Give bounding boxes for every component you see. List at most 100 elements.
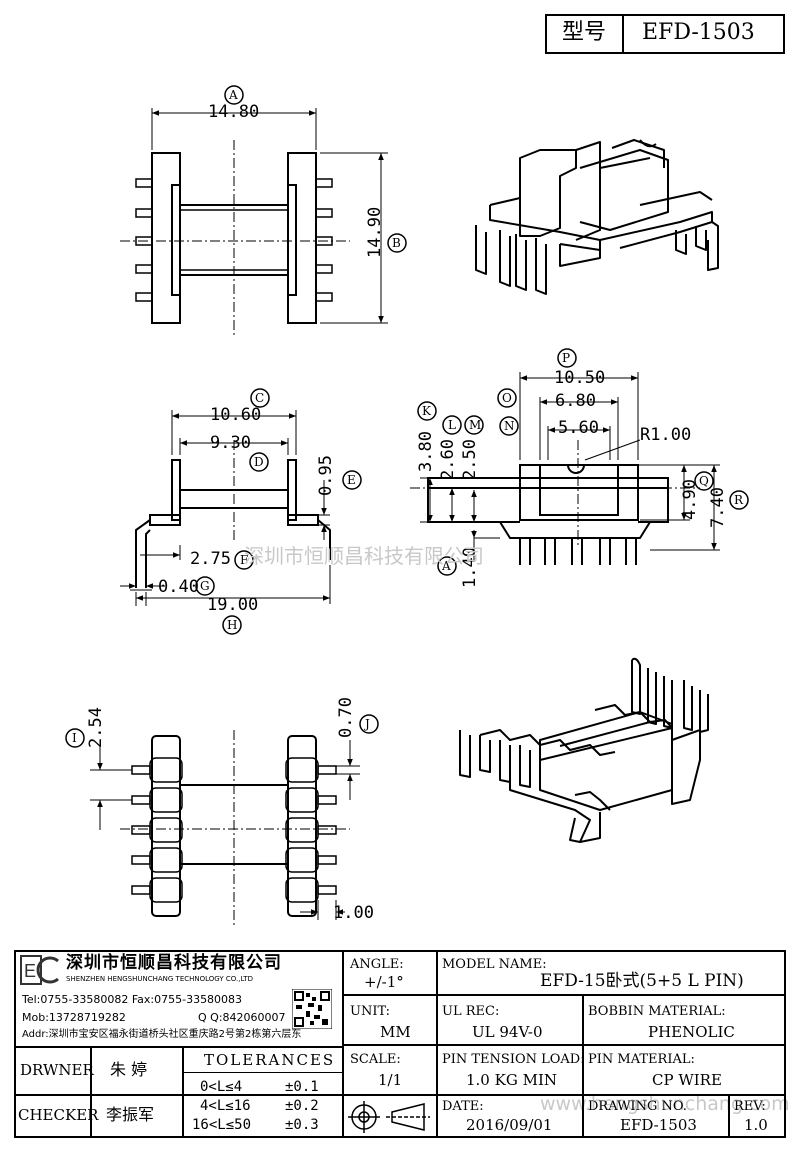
drawing-no-value: EFD-1503 xyxy=(620,1116,697,1134)
model-name-label: MODEL NAME: xyxy=(442,957,547,972)
company-divider xyxy=(14,1046,344,1048)
tension-label: PIN TENSION LOAD: xyxy=(442,1052,585,1067)
callout-d: D xyxy=(254,455,264,469)
dim-m-value: 2.50 xyxy=(460,439,480,480)
dim-q-value: 4.90 xyxy=(680,479,700,520)
scale-label: SCALE: xyxy=(350,1052,401,1067)
tol-value-2: ±0.2 xyxy=(285,1098,319,1114)
callout-g: G xyxy=(200,579,210,593)
dim-f-value: 2.75 xyxy=(190,549,231,569)
dim-b-value: 14.90 xyxy=(365,206,385,258)
header-divider xyxy=(622,14,624,54)
pin-material-label: PIN MATERIAL: xyxy=(588,1052,695,1067)
bottom-view xyxy=(90,730,360,925)
watermark-company: 深圳市恒顺昌科技有限公司 xyxy=(244,544,484,568)
model-label: 型号 xyxy=(562,20,607,45)
isometric-view-bottom xyxy=(459,657,709,843)
tol-value-1: ±0.1 xyxy=(285,1079,319,1095)
angle-label: ANGLE: xyxy=(350,957,404,972)
tol-range-2: 4<L≤16 xyxy=(200,1098,251,1114)
col-divider-4 xyxy=(728,1094,730,1138)
tolerances-label: TOLERANCES xyxy=(204,1051,336,1069)
row-divider-1 xyxy=(342,994,786,996)
company-qq: Q Q:842060007 xyxy=(198,1011,286,1024)
drwner-value: 朱 婷 xyxy=(110,1060,148,1079)
row-divider-3 xyxy=(342,1094,786,1096)
dimension-callouts xyxy=(65,85,749,748)
tension-value: 1.0 KG MIN xyxy=(466,1071,557,1089)
ul-label: UL REC: xyxy=(442,1004,500,1019)
callout-r: R xyxy=(734,493,744,507)
callout-c: C xyxy=(255,391,265,405)
company-name-cn: 深圳市恒顺昌科技有限公司 xyxy=(66,953,282,973)
dim-d-value: 9.30 xyxy=(210,433,251,453)
date-label: DATE: xyxy=(442,1099,484,1114)
tol-range-3: 16<L≤50 xyxy=(192,1117,252,1133)
front-view xyxy=(410,372,720,565)
dim-l-value: 2.60 xyxy=(438,439,458,480)
callout-k: K xyxy=(422,404,431,418)
model-header-box xyxy=(545,14,785,54)
date-value: 2016/09/01 xyxy=(466,1116,553,1134)
callout-e: E xyxy=(347,473,356,487)
qr-code-icon xyxy=(292,989,332,1029)
dim-j-value: 0.70 xyxy=(336,697,356,738)
model-name-value: EFD-15卧式(5+5 L PIN) xyxy=(540,971,744,991)
scale-value: 1/1 xyxy=(378,1071,403,1089)
callout-p: P xyxy=(562,351,571,365)
dim-k-value: 3.80 xyxy=(416,431,436,472)
dim-a-value: 14.80 xyxy=(208,102,260,122)
callout-l: L xyxy=(448,418,456,432)
dim-c-value: 10.60 xyxy=(210,405,262,425)
callout-q: Q xyxy=(699,474,709,488)
model-number: EFD-1503 xyxy=(642,20,755,45)
side-view xyxy=(120,410,331,606)
callout-f: F xyxy=(240,553,249,567)
col-divider-left-1 xyxy=(90,1046,92,1138)
callout-a: A xyxy=(229,88,238,102)
pin-material-value: CP WIRE xyxy=(652,1071,722,1089)
callout-i: I xyxy=(72,731,77,745)
dim-i-value: 2.54 xyxy=(86,707,106,748)
company-logo-icon: E xyxy=(20,955,59,985)
callout-h: H xyxy=(227,618,238,632)
checker-value: 李振军 xyxy=(106,1105,155,1124)
company-addr: Addr:深圳市宝安区福永街道桥头社区重庆路2号第2栋第六层东 xyxy=(22,1029,302,1040)
dim-o-value: 6.80 xyxy=(555,391,596,411)
dim-p-value: 10.50 xyxy=(554,368,606,388)
callout-j: J xyxy=(365,717,370,731)
col-divider-3 xyxy=(582,994,584,1138)
drawing-no-label: DRAWING NO. xyxy=(588,1099,687,1114)
drwner-label: DRWNER xyxy=(20,1061,94,1079)
dim-radius: R1.00 xyxy=(640,425,692,445)
dim-pin-length: 1.00 xyxy=(333,903,374,923)
top-view xyxy=(120,108,388,336)
dim-n-value: 5.60 xyxy=(558,418,599,438)
svg-text:E: E xyxy=(24,961,36,981)
tol-value-3: ±0.3 xyxy=(285,1117,319,1133)
checker-label: CHECKER xyxy=(18,1106,99,1124)
dim-g-value: 0.40 xyxy=(158,577,199,597)
tol-divider xyxy=(182,1072,342,1073)
row-divider-left xyxy=(14,1094,342,1096)
callout-o: O xyxy=(502,391,512,405)
ul-value: UL 94V-0 xyxy=(472,1023,543,1041)
col-divider-left-2 xyxy=(182,1046,184,1138)
unit-value: MM xyxy=(380,1023,411,1041)
isometric-view-top xyxy=(475,139,719,295)
tol-range-1: 0<L≤4 xyxy=(200,1079,243,1095)
callout-n: N xyxy=(504,419,515,433)
projection-symbol-icon xyxy=(348,1101,430,1133)
watermark-url: www.hengshunchang.com xyxy=(540,1093,790,1115)
row-divider-2 xyxy=(342,1044,786,1046)
angle-value: +/-1° xyxy=(364,973,404,991)
company-tel: Tel:0755-33580082 Fax:0755-33580083 xyxy=(22,993,243,1006)
dim-r-value: 7.40 xyxy=(708,487,728,528)
dim-h-value: 19.00 xyxy=(207,595,259,615)
company-name-en: SHENZHEN HENGSHUNCHANG TECHNOLOGY CO.,LT… xyxy=(66,975,254,983)
company-mob: Mob:13728719282 xyxy=(22,1011,126,1024)
callout-b: B xyxy=(392,236,401,250)
dim-e-value: 0.95 xyxy=(316,455,336,496)
unit-label: UNIT: xyxy=(350,1004,391,1019)
bobbin-label: BOBBIN MATERIAL: xyxy=(588,1004,726,1019)
